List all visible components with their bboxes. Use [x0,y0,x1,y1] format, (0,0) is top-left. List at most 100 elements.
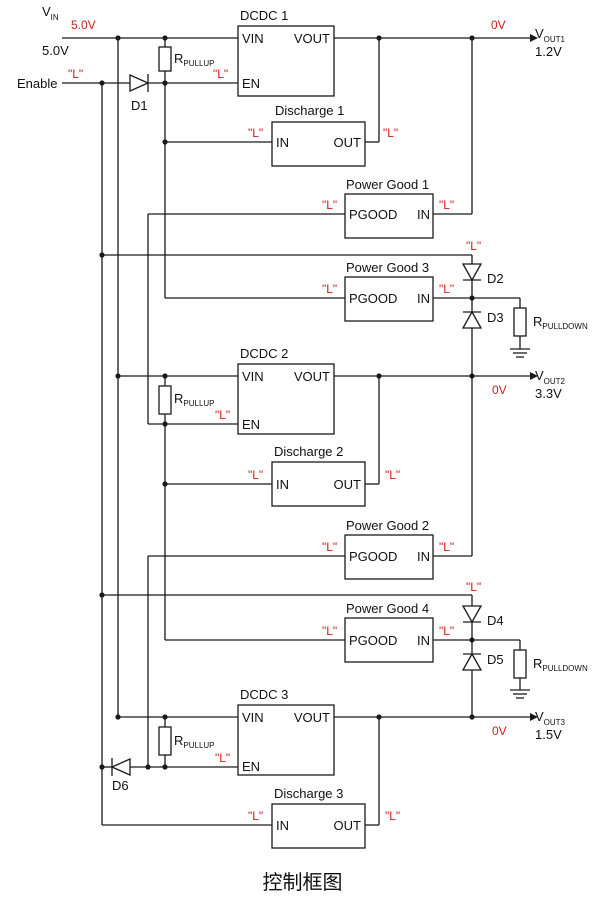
vout3-voltage: 1.5V [535,727,562,742]
power-good-4-in-pin: IN [417,633,430,648]
power-good-3-in-state: "L" [439,282,454,296]
vout2-arrow-icon [530,372,538,380]
pullup-resistor-2 [158,385,172,415]
power-good-4-title: Power Good 4 [346,601,429,616]
dcdc-2-vin-pin: VIN [242,369,264,384]
power-good-1-in-pin: IN [417,207,430,222]
d3-label: D3 [487,310,504,325]
power-good-3-pgood-state: "L" [322,282,337,296]
pullup-2-label: RPULLUP [174,391,215,408]
power-good-1-block: Power Good 1 PGOOD IN [344,177,434,239]
d2-label: D2 [487,271,504,286]
dcdc-1-title: DCDC 1 [240,8,288,23]
d6-label: D6 [112,778,129,793]
vout3-state: 0V [492,724,507,738]
junction-dots [99,35,475,770]
pulldown-1-label: RPULLDOWN [533,314,588,331]
vout1-arrow-icon [530,34,538,42]
pulldown-resistor-1 [513,307,527,337]
diode-d1-icon [129,73,150,93]
power-good-3-title: Power Good 3 [346,260,429,275]
power-good-2-title: Power Good 2 [346,518,429,533]
discharge-1-in-state: "L" [248,126,263,140]
discharge-3-out-pin: OUT [334,818,362,833]
power-good-2-in-state: "L" [439,540,454,554]
discharge-2-block: Discharge 2 IN OUT [271,444,366,507]
dcdc-1-en-state: "L" [213,67,228,81]
power-good-1-in-state: "L" [439,198,454,212]
output-arrows [530,34,538,721]
vout2-state: 0V [492,383,507,397]
dcdc-2-en-pin: EN [242,417,260,432]
diode-d4-icon [461,605,483,654]
power-good-4-in-state: "L" [439,624,454,638]
discharge-2-title: Discharge 2 [274,444,343,459]
dcdc-3-en-pin: EN [242,759,260,774]
power-good-2-pgood-pin: PGOOD [349,549,397,564]
dcdc-3-vin-pin: VIN [242,710,264,725]
power-good-3-pgood-pin: PGOOD [349,291,397,306]
power-good-3-block: Power Good 3 PGOOD IN [344,260,434,322]
pulldown-resistor-2 [513,649,527,679]
power-good-1-pgood-state: "L" [322,198,337,212]
diode-d2-icon [461,263,483,312]
pullup-1-label: RPULLUP [174,51,215,68]
discharge-3-in-pin: IN [276,818,289,833]
discharge-3-in-state: "L" [248,809,263,823]
power-good-4-pgood-pin: PGOOD [349,633,397,648]
power-good-2-block: Power Good 2 PGOOD IN [344,518,434,580]
dcdc-2-block: DCDC 2 VIN VOUT EN [237,346,335,435]
discharge-2-out-pin: OUT [334,477,362,492]
vout3-arrow-icon [530,713,538,721]
diode-d6-icon [110,757,131,777]
power-good-4-pgood-state: "L" [322,624,337,638]
discharge-2-in-pin: IN [276,477,289,492]
dcdc-2-en-state: "L" [215,408,230,422]
dcdc-3-title: DCDC 3 [240,687,288,702]
vin-voltage: 5.0V [42,43,69,58]
power-good-3-in-pin: IN [417,291,430,306]
dcdc-1-vin-pin: VIN [242,31,264,46]
discharge-1-out-state: "L" [383,126,398,140]
resistors [158,46,527,756]
vout1-state: 0V [491,18,506,32]
dcdc-2-vout-pin: VOUT [294,369,330,384]
dcdc-3-en-state: "L" [215,751,230,765]
pullup-resistor-1 [158,46,172,72]
diode-d3-icon [461,310,483,329]
ground-icon [510,348,530,358]
power-good-1-title: Power Good 1 [346,177,429,192]
pullup-resistor-3 [158,726,172,756]
diagram-caption: 控制框图 [262,870,343,894]
diode-d5-icon [461,652,483,671]
d1-label: D1 [131,98,148,113]
dcdc-3-block: DCDC 3 VIN VOUT EN [237,687,335,776]
dcdc-1-en-pin: EN [242,76,260,91]
discharge-3-title: Discharge 3 [274,786,343,801]
d4-label: D4 [487,613,504,628]
power-good-2-in-pin: IN [417,549,430,564]
power-good-4-block: Power Good 4 PGOOD IN [344,601,434,663]
vin-rail-voltage: 5.0V [71,18,96,32]
pulldown-2-label: RPULLDOWN [533,656,588,673]
ground-icon [510,689,530,699]
vout1-label: VOUT1 [535,26,566,44]
dcdc-3-vout-pin: VOUT [294,710,330,725]
vout2-label: VOUT2 [535,368,566,386]
d4-state: "L" [466,580,481,594]
d5-label: D5 [487,652,504,667]
vout2-voltage: 3.3V [535,386,562,401]
dcdc-1-block: DCDC 1 VIN VOUT EN [237,8,335,97]
power-good-1-pgood-pin: PGOOD [349,207,397,222]
enable-state: "L" [68,67,83,81]
discharge-3-block: Discharge 3 IN OUT [271,786,366,849]
discharge-1-title: Discharge 1 [275,103,344,118]
vout1-voltage: 1.2V [535,44,562,59]
pullup-3-label: RPULLUP [174,733,215,750]
discharge-2-out-state: "L" [385,468,400,482]
enable-label: Enable [17,76,57,91]
d2-state: "L" [466,239,481,253]
discharge-1-block: Discharge 1 IN OUT [271,103,366,167]
power-good-2-pgood-state: "L" [322,540,337,554]
